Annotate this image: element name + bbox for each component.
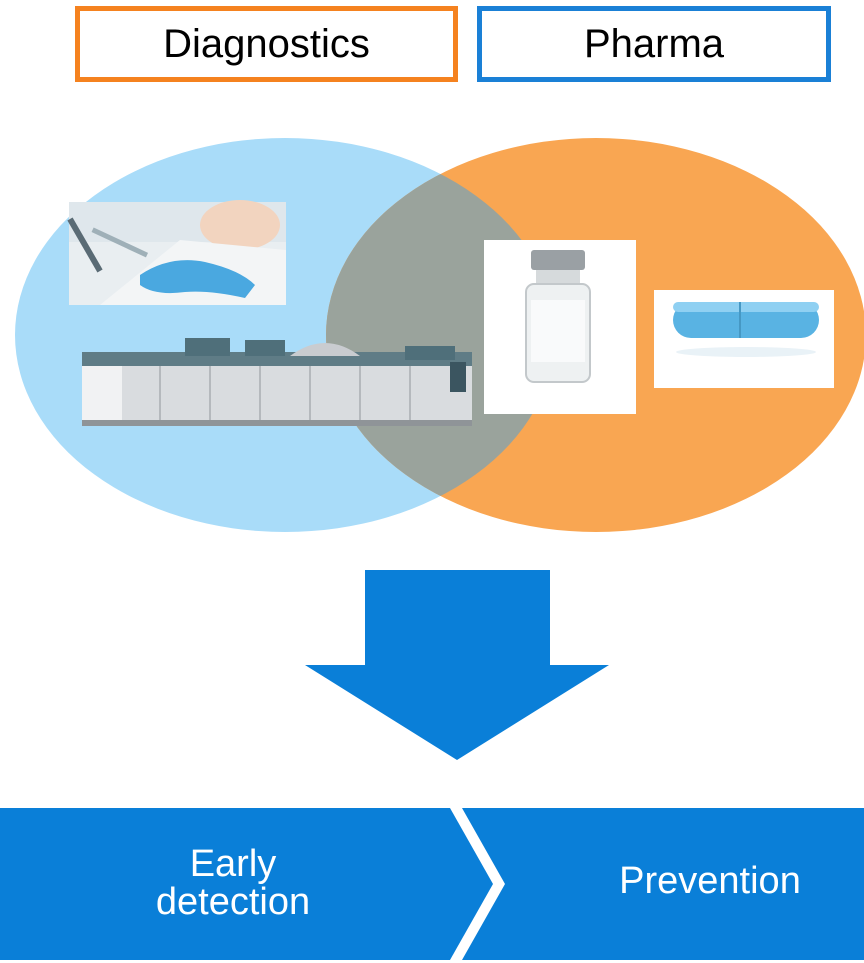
lab-analyzer-machine	[82, 338, 472, 426]
early-detection-chevron	[0, 808, 493, 960]
pharma-label-text: Pharma	[583, 21, 725, 66]
diagnostics-label: Diagnostics	[75, 6, 458, 82]
capsule-pill-photo	[654, 290, 834, 388]
process-band	[0, 808, 864, 960]
prevention-chevron	[462, 808, 864, 960]
down-arrow	[305, 570, 609, 760]
pharma-label: Pharma	[477, 6, 831, 82]
vaccine-vial-photo	[484, 240, 636, 414]
overlap-region	[326, 138, 555, 532]
prevention-label: Prevention	[619, 860, 801, 902]
diagnostics-label-text: Diagnostics	[163, 21, 370, 66]
lab-pipette-photo	[67, 200, 286, 305]
early-detection-line1: Early	[189, 843, 277, 885]
early-detection-label: Early detection	[118, 845, 348, 921]
early-detection-line2: detection	[155, 881, 311, 923]
